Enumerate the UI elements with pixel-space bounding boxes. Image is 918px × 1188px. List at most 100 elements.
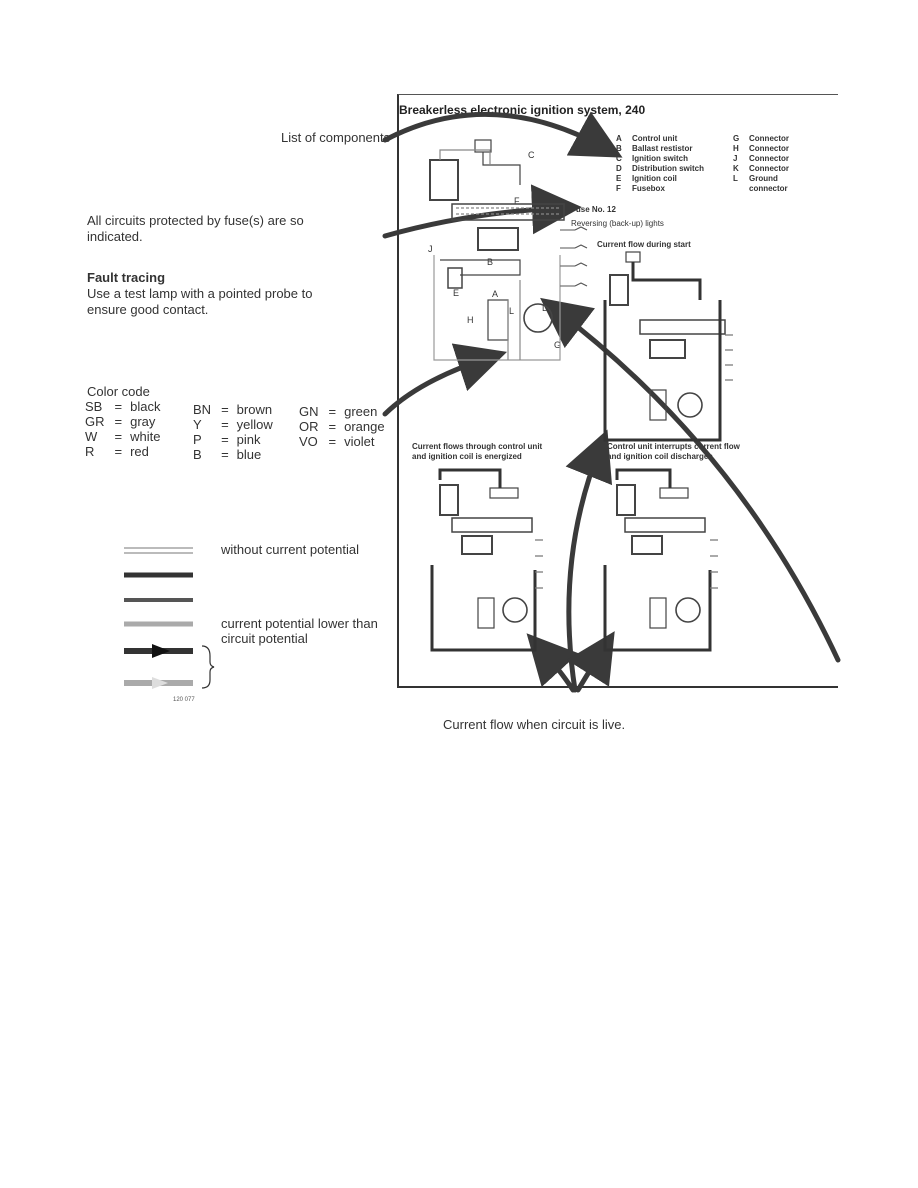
label-h: H [467,315,474,325]
component-name: Connector [749,134,789,143]
label-c: C [528,150,535,160]
component-key: J [733,154,738,163]
component-key: F [616,184,621,193]
legend-brace [201,645,215,689]
circuits-note-line2: indicated. [87,229,143,244]
component-item: F Fusebox [616,184,704,194]
color-code-2-row: Y=yellow [193,417,273,432]
color-code-3-row: VO = violet [299,434,385,449]
fuse-description: Reversing (back-up) lights [571,219,664,228]
component-name: Ignition switch [632,154,688,163]
legend-lower-line1: current potential lower than [221,616,378,631]
color-code-1-row: GR=gray [85,414,160,429]
legend-lower-label: current potential lower than circuit pot… [221,616,378,646]
component-name: Connector [749,144,789,153]
flows-line2: and ignition coil is energized [412,452,522,461]
color-code: GN [299,404,319,419]
color-code: R [85,444,95,459]
component-name: Ground [749,174,778,183]
color-code: OR [299,419,319,434]
color-code: B [193,447,202,462]
component-key: H [733,144,739,153]
fault-tracing: Fault tracing Use a test lamp with a poi… [87,270,312,318]
color-code-1-row: R=red [85,444,160,459]
label-l: L [509,306,515,316]
color-name: pink [236,432,261,447]
color-code: GR [85,414,105,429]
arrow-live-right [566,631,615,693]
flows-label: Current flows through control unit and i… [412,442,542,462]
arrow-live-mid [565,429,613,693]
color-code-1-row: SB=black [85,399,160,414]
legend-arrow-dark [124,644,193,658]
component-name: Ballast restistor [632,144,693,153]
color-eq: = [114,399,123,414]
interrupt-label: Control unit interrupts current flow and… [607,442,740,462]
arrow-live-long [540,297,841,663]
color-code-1-row: W = white [85,429,160,444]
current-start-label: Current flow during start [597,240,691,249]
color-eq: = [328,434,337,449]
color-eq: = [328,404,337,419]
component-item: L Ground [733,174,789,184]
component-name: Distribution switch [632,164,704,173]
label-b: B [487,257,494,267]
color-name: green [344,404,378,419]
component-item: connector [733,184,789,194]
interrupt-line2: and ignition coil discharges [607,452,713,461]
color-code: SB [85,399,103,414]
fault-tracing-line1: Use a test lamp with a pointed probe to [87,286,313,301]
figure-code: 120 077 [173,697,195,703]
color-eq: = [328,419,337,434]
component-name: Connector [749,154,789,163]
flows-line1: Current flows through control unit [412,442,543,451]
color-name: violet [344,434,375,449]
legend-lower-line2: circuit potential [221,631,308,646]
label-a: A [492,289,499,299]
legend-arrow-light [124,677,193,689]
color-eq: = [221,432,229,447]
color-code-title: Color code [87,384,150,399]
schematic-energized [430,468,543,652]
interrupt-line1: Control unit interrupts current flow [607,442,740,451]
color-code-3-row: OR=orange [299,419,385,434]
color-name: brown [236,402,273,417]
component-name: connector [749,184,788,193]
color-eq: = [114,414,123,429]
component-key: K [733,164,739,173]
color-code: VO [299,434,318,449]
color-code-2-row: BN=brown [193,402,273,417]
color-code: W [85,429,98,444]
arrow-live-left [526,633,579,693]
component-key: L [733,174,738,183]
color-code-2-row: B=blue [193,447,273,462]
color-name: blue [236,447,262,462]
component-item: H Connector [733,144,789,154]
color-name: yellow [236,417,273,432]
color-eq: = [114,429,123,444]
list-of-components-label: List of components [281,130,391,145]
color-code: Y [193,417,202,432]
component-key: G [733,134,740,143]
color-code: P [193,432,202,447]
schematic-main [429,139,588,361]
schematic-start [603,251,733,442]
component-name: Fusebox [632,184,665,193]
label-j: J [428,244,433,254]
arrow-color [382,343,508,417]
color-code: BN [193,402,212,417]
color-name: white [130,429,161,444]
diagram-frame [397,94,838,688]
component-item: J Connector [733,154,789,164]
legend-samples [124,547,215,689]
color-eq: = [114,444,123,459]
circuits-note-line1: All circuits protected by fuse(s) are so [87,213,304,228]
component-key: E [616,174,622,183]
